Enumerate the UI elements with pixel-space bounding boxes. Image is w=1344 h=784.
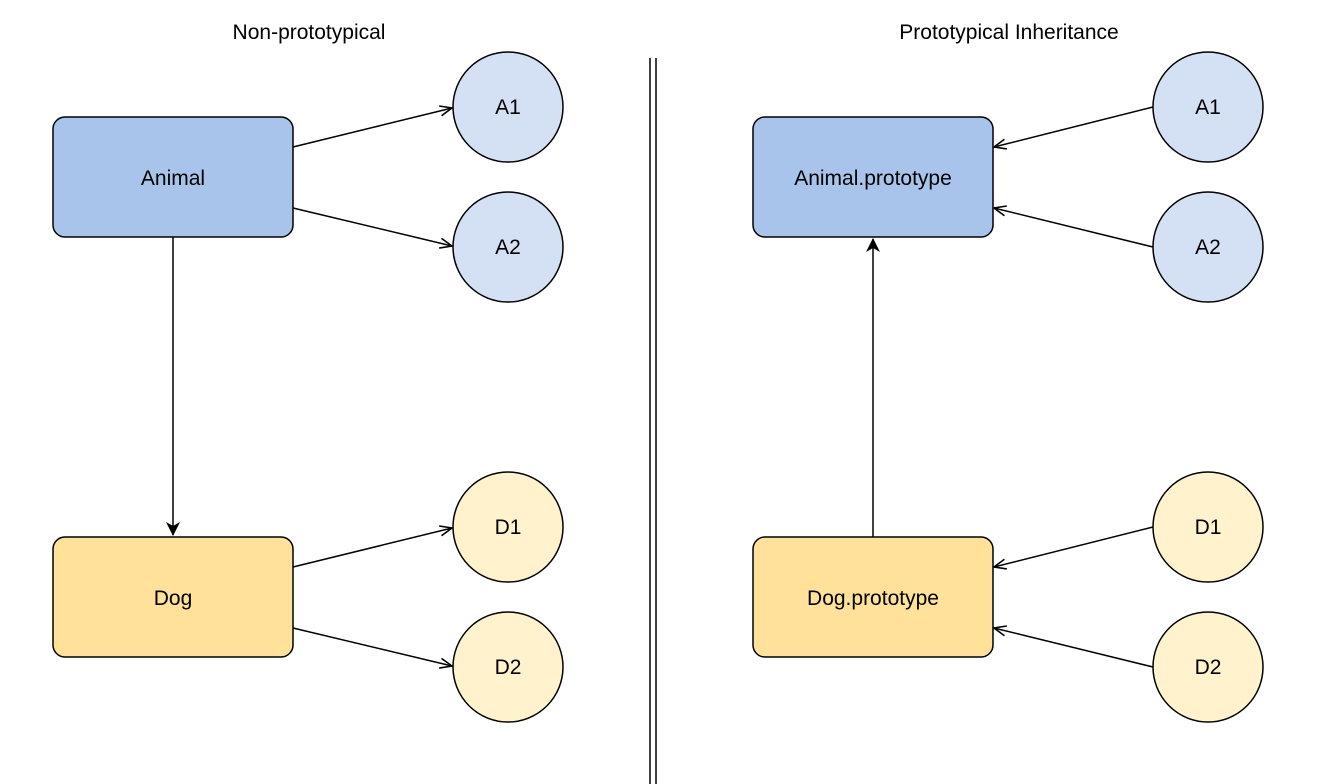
edge-a1-to-animal-prototype: [994, 106, 1154, 147]
instance-d2-right: D2: [1152, 611, 1264, 723]
edge-dog-to-d1: [292, 528, 452, 568]
instance-a2-right: A2: [1152, 191, 1264, 303]
instance-a2: A2: [452, 191, 564, 303]
edge-animal-to-a1: [292, 108, 452, 148]
edge-animal-to-a2: [292, 207, 452, 246]
instance-a1: A1: [452, 51, 564, 163]
dog-prototype-box-label: Dog.prototype: [807, 587, 939, 610]
instance-d1: D1: [452, 471, 564, 583]
instance-d1-right: D1: [1152, 471, 1264, 583]
instance-d2: D2: [452, 611, 564, 723]
instance-d1-label: D1: [495, 516, 522, 539]
instance-a1-right: A1: [1152, 51, 1264, 163]
instance-a2-right-label: A2: [1195, 236, 1221, 259]
instance-d2-label: D2: [495, 656, 522, 679]
edge-d1-to-dog-prototype: [994, 526, 1154, 567]
edge-d2-to-dog-prototype: [994, 628, 1154, 668]
right-panel-title: Prototypical Inheritance: [899, 21, 1118, 44]
animal-prototype-box-label: Animal.prototype: [794, 167, 952, 190]
edge-dog-to-d2: [292, 627, 452, 666]
dog-prototype-box: Dog.prototype: [752, 536, 994, 658]
instance-a2-label: A2: [495, 236, 521, 259]
instance-a1-right-label: A1: [1195, 96, 1221, 119]
instance-a1-label: A1: [495, 96, 521, 119]
panel-divider: [649, 58, 657, 784]
instance-d2-right-label: D2: [1195, 656, 1222, 679]
animal-box-label: Animal: [141, 167, 205, 190]
dog-box-label: Dog: [154, 587, 193, 610]
animal-box: Animal: [52, 116, 294, 238]
left-panel-title: Non-prototypical: [233, 21, 386, 44]
edge-a2-to-animal-prototype: [994, 208, 1154, 248]
dog-box: Dog: [52, 536, 294, 658]
animal-prototype-box: Animal.prototype: [752, 116, 994, 238]
instance-d1-right-label: D1: [1195, 516, 1222, 539]
